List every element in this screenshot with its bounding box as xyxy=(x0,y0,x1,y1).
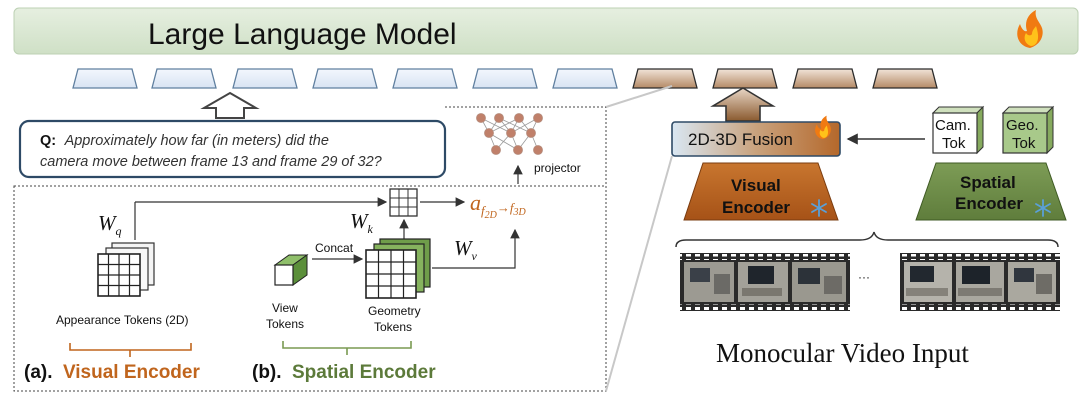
visual-token xyxy=(632,68,698,89)
question-box: Q: Approximately how far (in meters) did… xyxy=(18,119,447,179)
geometry-tokens-label-1: Geometry xyxy=(368,304,421,318)
video-caption: Monocular Video Input xyxy=(716,338,969,368)
spatial-encoder-label-2: Encoder xyxy=(955,194,1023,213)
text-token xyxy=(392,68,458,89)
fusion-label: 2D-3D Fusion xyxy=(688,130,793,149)
caption-spatial-encoder: (b). Spatial Encoder xyxy=(252,362,436,383)
visual-encoder-label-1: Visual xyxy=(731,176,781,195)
question-line-2: camera move between frame 13 and frame 2… xyxy=(40,154,383,170)
video-brace xyxy=(675,231,1059,248)
geo-token-box: Geo. Tok xyxy=(1001,105,1055,155)
svg-text:Q: Approximately how far: Q: Approximately how far (in meters) did… xyxy=(40,132,329,149)
wv-arrow xyxy=(432,228,520,269)
question-line-1: Approximately how far (in meters) did th… xyxy=(64,133,329,149)
up-arrow-icon xyxy=(200,91,260,119)
fire-icon xyxy=(1017,10,1043,48)
video-frame-icon xyxy=(680,253,850,311)
snowflake-icon xyxy=(1035,199,1051,217)
geo-token-label-1: Geo. xyxy=(1006,117,1039,134)
llm-block: Large Language Model xyxy=(13,7,1079,55)
token-row xyxy=(72,68,938,89)
llm-title: Large Language Model xyxy=(148,18,457,51)
caption-visual-encoder: (a). Visual Encoder xyxy=(24,362,200,383)
view-tokens-label-1: View xyxy=(272,301,298,315)
zoom-line xyxy=(605,85,673,108)
concat-label: Concat xyxy=(315,241,354,255)
text-token xyxy=(151,68,217,89)
cam-token-box: Cam. Tok xyxy=(931,105,985,155)
fusion-block: 2D-3D Fusion xyxy=(671,115,841,157)
projector-network xyxy=(476,113,543,155)
wv-label: Wv xyxy=(454,236,478,263)
text-token xyxy=(232,68,298,89)
geometry-tokens-label-2: Tokens xyxy=(374,320,412,334)
text-token xyxy=(312,68,378,89)
grid-icon xyxy=(389,188,418,217)
ellipsis: ··· xyxy=(858,270,870,284)
text-token xyxy=(72,68,138,89)
spatial-encoder-label-1: Spatial xyxy=(960,173,1016,192)
spatial-encoder-bracket xyxy=(282,341,412,355)
appearance-token-cube xyxy=(97,242,155,297)
up-arrow-icon xyxy=(710,87,776,122)
visual-token xyxy=(872,68,938,89)
view-tokens-label-2: Tokens xyxy=(266,317,304,331)
appearance-tokens-label: Appearance Tokens (2D) xyxy=(56,313,189,327)
visual-token xyxy=(792,68,858,89)
text-token xyxy=(552,68,618,89)
fire-icon xyxy=(815,115,831,140)
visual-encoder-block: Visual Encoder xyxy=(683,162,839,221)
text-token xyxy=(472,68,538,89)
visual-encoder-bracket xyxy=(69,343,192,357)
geometry-token-cube xyxy=(365,238,431,299)
question-prefix: Q: xyxy=(40,133,56,149)
video-frame-icon xyxy=(900,253,1060,311)
alpha-label: af2D→f3D xyxy=(470,190,526,221)
detail-panel xyxy=(13,185,607,392)
token-cube-icon xyxy=(273,254,309,286)
detail-panel-top xyxy=(445,106,607,186)
visual-token xyxy=(712,68,778,89)
projector-label: projector xyxy=(534,161,581,175)
cam-token-label-2: Tok xyxy=(942,135,966,152)
cam-token-label-1: Cam. xyxy=(935,117,971,134)
visual-encoder-label-2: Encoder xyxy=(722,198,790,217)
spatial-encoder-block: Spatial Encoder xyxy=(915,162,1067,221)
wq-label: Wq xyxy=(98,211,122,238)
geo-token-label-2: Tok xyxy=(1012,135,1036,152)
snowflake-icon xyxy=(811,199,827,217)
zoom-line xyxy=(605,155,673,392)
wk-label: Wk xyxy=(350,209,374,236)
